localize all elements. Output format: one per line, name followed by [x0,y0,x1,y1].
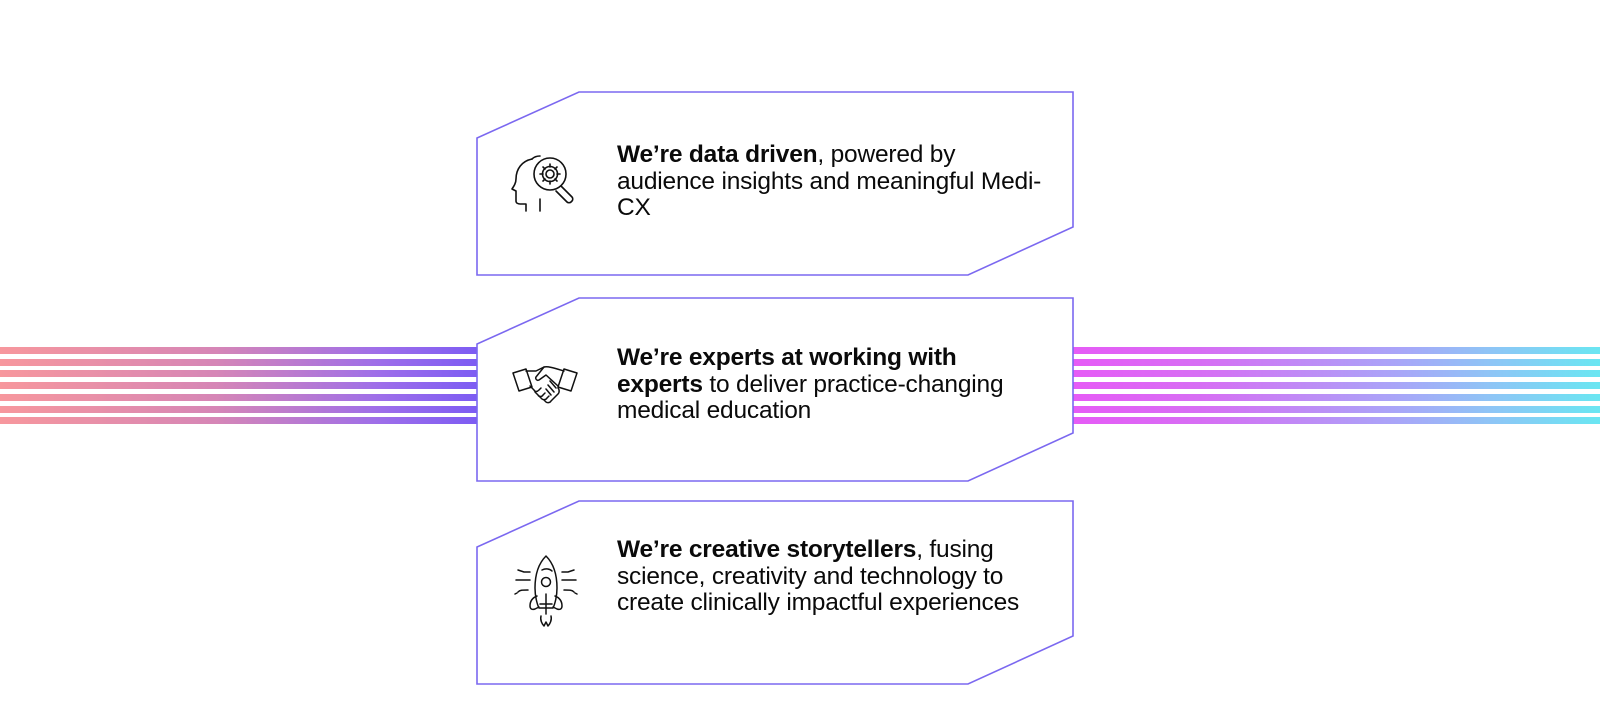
stripe [1073,370,1600,378]
card-text: We’re creative storytellers, fusing scie… [617,536,1067,617]
handshake-icon [512,366,578,404]
card-body: , fusing science, creativity and technol… [617,536,1020,616]
stripe [1073,417,1600,425]
head-gear-magnifier-icon [511,155,574,212]
stripe [1073,405,1600,413]
stripe [0,370,477,378]
card-headline: We’re creative storytellers [617,536,917,563]
card-frame [476,297,1074,482]
stripe [1073,347,1600,354]
card-body: to deliver practice-changing medical edu… [617,370,1004,424]
card-data-driven: We’re data driven, powered by audience i… [476,91,1074,276]
stripe [0,358,477,366]
card-headline: We’re data driven [617,141,818,168]
card-body: , powered by audience insights and meani… [617,141,1042,221]
card-experts: We’re experts at working with experts to… [476,297,1074,482]
stripe [0,347,477,354]
card-frame [476,500,1074,685]
stripe [0,393,477,401]
left-gradient-stripes [0,347,477,425]
stripe [1073,358,1600,366]
card-text: We’re data driven, powered by audience i… [617,141,1057,222]
stripe [0,405,477,413]
stripe [1073,382,1600,390]
stripe [1073,393,1600,401]
card-text: We’re experts at working with experts to… [617,344,1037,425]
right-gradient-stripes [1073,347,1600,425]
card-frame [476,91,1074,276]
card-headline: We’re experts at working with experts [617,344,957,398]
card-storytellers: We’re creative storytellers, fusing scie… [476,500,1074,685]
rocket-icon [514,555,578,627]
stripe [0,382,477,390]
stripe [0,417,477,425]
